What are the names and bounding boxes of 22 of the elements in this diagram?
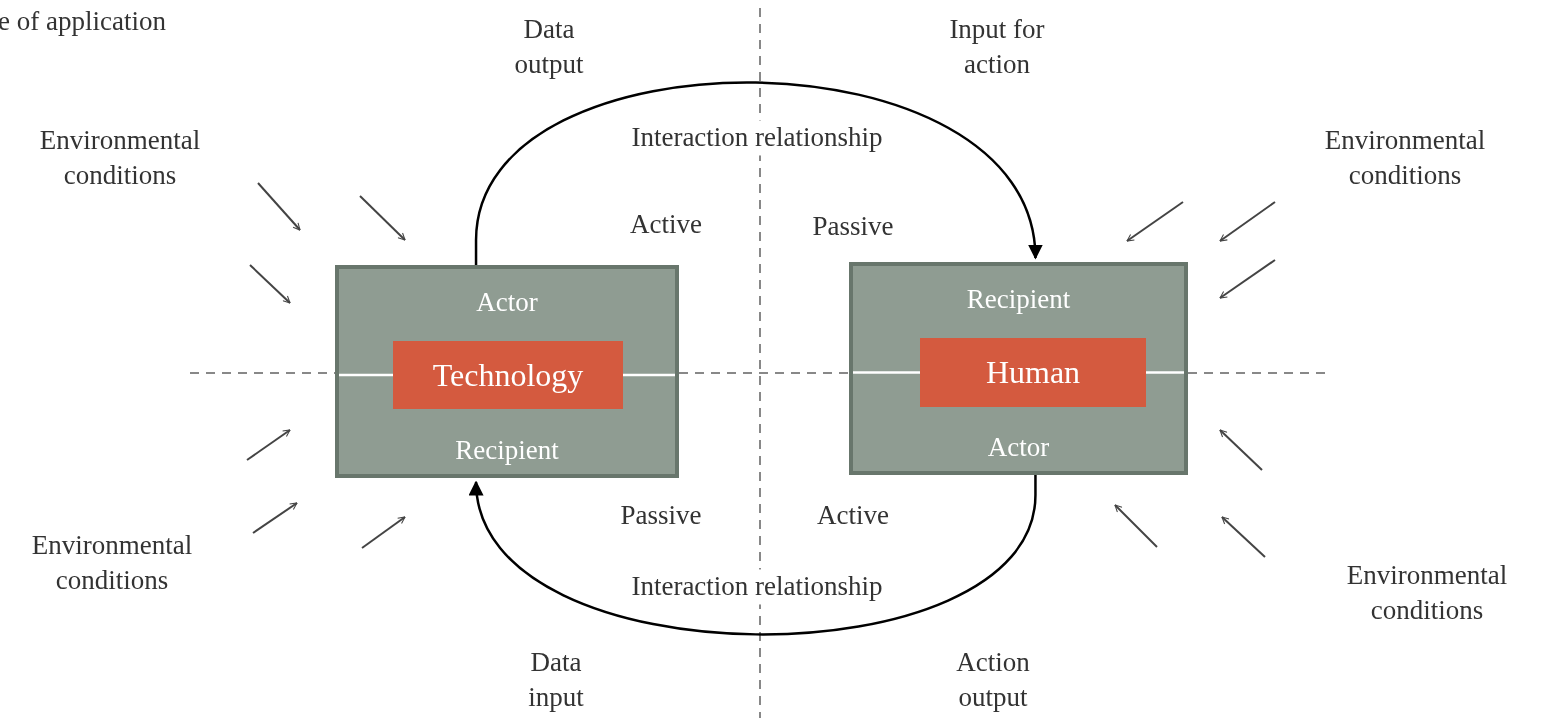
curved-arrow: [474, 81, 1041, 265]
curved-arrow: [471, 475, 1037, 636]
text-label: Active: [817, 499, 889, 533]
text-label: Environmental conditions: [38, 123, 202, 192]
text-label: Passive: [620, 499, 702, 533]
inner-box: Technology: [393, 341, 623, 409]
box-label: Actor: [986, 432, 1051, 463]
text-label: Active: [630, 208, 702, 242]
box-label: Recipient: [965, 284, 1072, 315]
box-label: Recipient: [454, 435, 560, 466]
inner-box: Human: [920, 338, 1146, 407]
box-label: Actor: [475, 287, 539, 318]
text-label: Data input: [527, 645, 585, 714]
text-label: Data output: [513, 12, 585, 81]
outer-box: [849, 262, 1188, 475]
text-label: Passive: [812, 210, 894, 244]
text-label: Environmental conditions: [30, 528, 194, 597]
text-label: Input for action: [948, 12, 1046, 81]
text-label: Environmental conditions: [1345, 558, 1509, 627]
text-label: Environmental conditions: [1323, 123, 1487, 192]
outer-box: [335, 265, 679, 478]
text-label: Action output: [955, 645, 1031, 714]
